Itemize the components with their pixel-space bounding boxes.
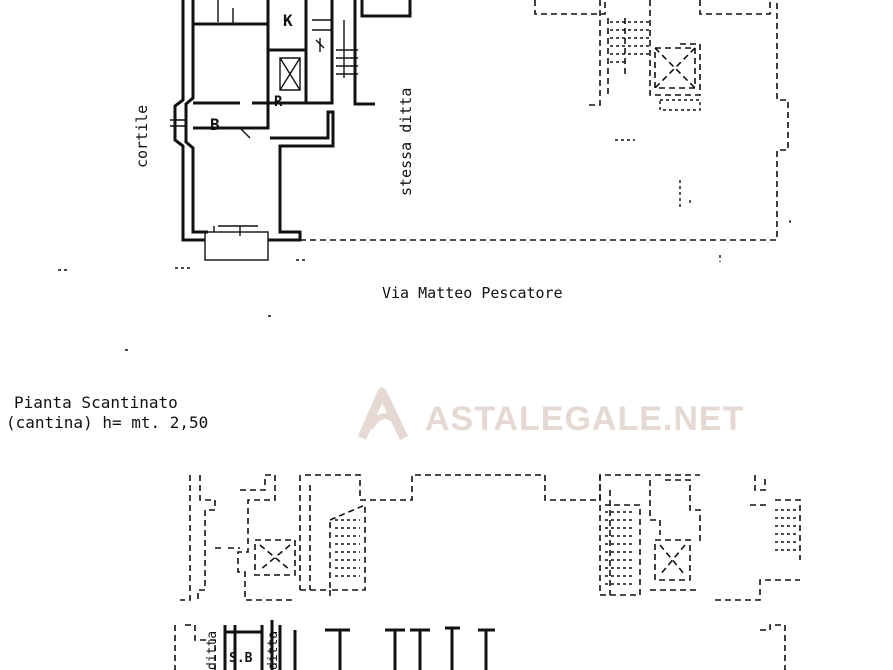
- basement-title: Pianta Scantinato: [14, 393, 178, 412]
- street-label: Via Matteo Pescatore: [382, 284, 563, 302]
- room-k-label: K: [283, 11, 293, 30]
- astalegale-logo-icon: [357, 387, 409, 440]
- basement-plan: ditta S.B ditta: [174, 474, 801, 670]
- room-b-label: B: [210, 115, 220, 134]
- watermark-text: ASTALEGALE.NET: [425, 400, 744, 438]
- upper-floor-plan: K B R cortile stessa ditta Via Matteo Pe…: [58, 0, 791, 351]
- basement-ditta-label-2: ditta: [266, 631, 281, 670]
- watermark: ASTALEGALE.NET: [357, 387, 744, 440]
- basement-subtitle: (cantina) h= mt. 2,50: [6, 413, 208, 432]
- staircase-upper-left: [312, 19, 358, 78]
- basement-sb-label: S.B: [229, 651, 253, 666]
- courtyard-label: cortile: [133, 105, 151, 168]
- basement-ditta-label-1: ditta: [205, 631, 220, 670]
- room-r-label: R: [274, 94, 283, 110]
- same-company-label: stessa ditta: [397, 88, 415, 196]
